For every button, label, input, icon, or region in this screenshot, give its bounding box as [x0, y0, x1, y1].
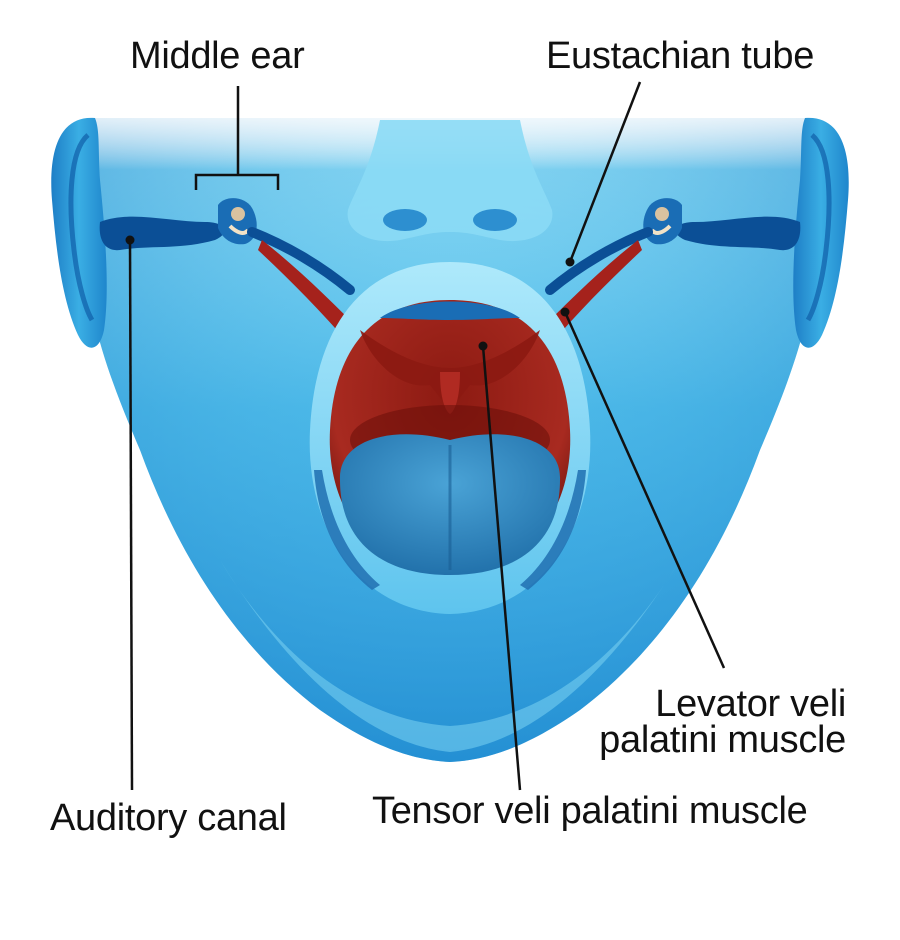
label-middle-ear: Middle ear — [130, 35, 305, 77]
label-tensor-veli-palatini: Tensor veli palatini muscle — [372, 790, 808, 832]
label-auditory-canal: Auditory canal — [50, 797, 287, 839]
levator-muscle-left — [258, 240, 365, 345]
levator-muscle-right — [535, 240, 642, 345]
eustachian-leader — [568, 81, 642, 263]
middle-ear-left — [218, 198, 257, 245]
ear-right — [793, 117, 849, 348]
nostril-right — [473, 209, 517, 231]
ear-left — [51, 117, 107, 348]
nose — [347, 120, 553, 242]
middle-ear-bracket — [194, 86, 280, 190]
nostril-left — [383, 209, 427, 231]
tensor-muscle — [360, 330, 540, 410]
tensor-leader — [481, 345, 522, 791]
auditory-dot — [125, 235, 135, 245]
leader-lines — [128, 81, 726, 791]
auditory-canal-right — [675, 216, 801, 251]
label-levator-line2: palatini muscle — [599, 719, 846, 761]
label-levator-veli-palatini: Levator veli palatini muscle — [580, 683, 846, 761]
eustachian-tube-right — [545, 227, 653, 295]
levator-dot — [560, 307, 570, 317]
label-eustachian-tube: Eustachian tube — [546, 35, 815, 77]
uvula — [440, 372, 460, 414]
auditory-leader — [128, 239, 134, 791]
levator-leader — [563, 311, 726, 669]
eustachian-tube-left — [247, 227, 355, 295]
upper-teeth — [380, 301, 520, 320]
tensor-dot — [478, 341, 488, 351]
label-levator-line1: Levator veli — [655, 683, 846, 725]
eustachian-dot — [565, 257, 575, 267]
middle-ear-right — [643, 198, 682, 245]
